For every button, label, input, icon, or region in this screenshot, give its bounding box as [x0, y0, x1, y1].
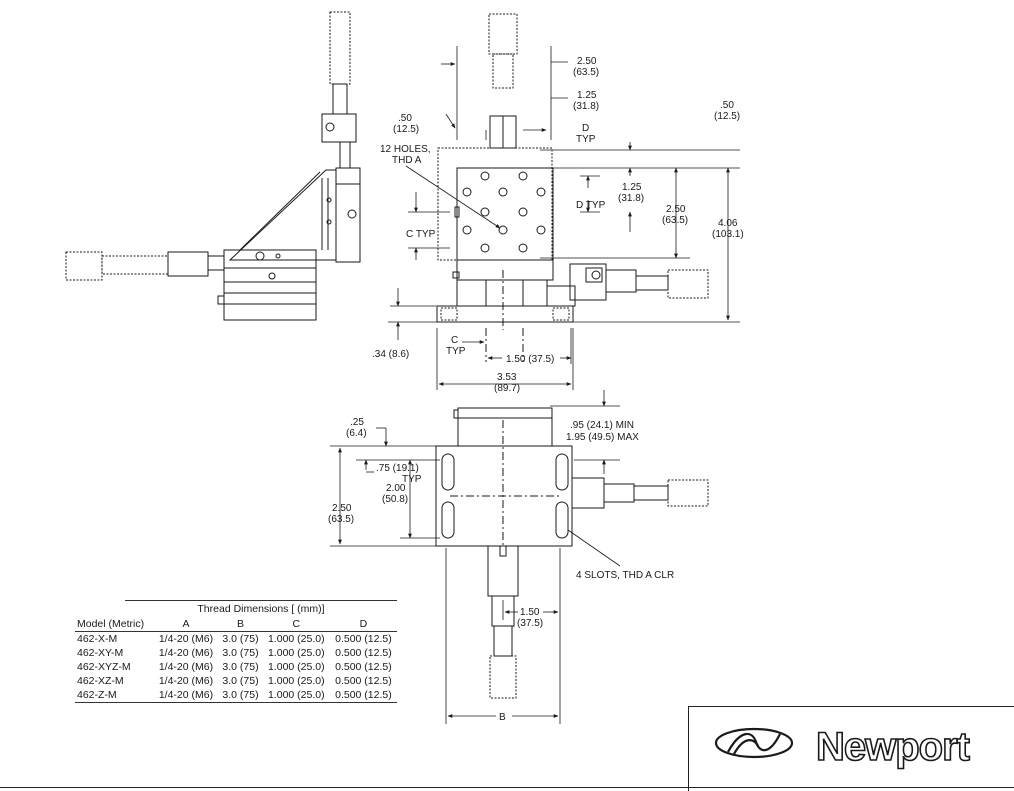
- side-view: [65, 11, 361, 321]
- table-row: 462-X-M 1/4-20 (M6) 3.0 (75) 1.000 (25.0…: [75, 632, 397, 647]
- table-cell: 1.000 (25.0): [267, 647, 325, 659]
- dim-mid-125: 1.25: [622, 182, 642, 193]
- table-cell: 0.500 (12.5): [335, 661, 392, 673]
- table-cell: 1/4-20 (M6): [158, 675, 214, 687]
- dim-b-025: .25: [350, 417, 364, 428]
- newport-logo: Newport: [714, 724, 971, 770]
- table-header: D: [329, 617, 397, 632]
- table-cell: 462-Z-M: [75, 688, 154, 703]
- table-cell: 462-XYZ-M: [77, 661, 131, 673]
- table-cell: 0.500 (12.5): [335, 633, 392, 645]
- dim-b-075-typ: TYP: [402, 474, 422, 485]
- dim-w-353: 3.53: [497, 372, 517, 383]
- table-cell: 3.0 (75): [222, 675, 259, 687]
- dim-b-635: (63.5): [328, 514, 354, 525]
- table-cell: 1/4-20 (M6): [158, 633, 214, 645]
- dim-right-125: (12.5): [714, 111, 740, 122]
- d-typ-label-1: D: [582, 123, 589, 134]
- c-lower-label-2: TYP: [446, 346, 466, 357]
- dimension-labels: 2.50 (63.5) 1.25 (31.8) .50 (12.5) .50 (…: [328, 56, 744, 723]
- dim-b-250: 2.50: [332, 503, 352, 514]
- table-row: 462-XY-M 1/4-20 (M6) 3.0 (75) 1.000 (25.…: [75, 646, 397, 660]
- dim-b-200: 2.00: [386, 483, 406, 494]
- table-header: Model (Metric): [75, 617, 154, 632]
- dim-b-508: (50.8): [382, 494, 408, 505]
- top-view: [436, 13, 709, 362]
- dim-top-250: 2.50: [577, 56, 597, 67]
- top-view-dimension-lines: [388, 46, 740, 390]
- dim-b-375: (37.5): [517, 618, 543, 629]
- dim-w-150: 1.50 (37.5): [506, 354, 554, 365]
- table-row: 462-XZ-M 1/4-20 (M6) 3.0 (75) 1.000 (25.…: [75, 674, 397, 688]
- thread-dimensions-table: Thread Dimensions [ (mm)] Model (Metric)…: [75, 600, 397, 703]
- table-cell: 1/4-20 (M6): [158, 647, 214, 659]
- dim-h-406: 4.06: [718, 218, 738, 229]
- table-cell: 3.0 (75): [222, 647, 259, 659]
- table-cell: 0.500 (12.5): [335, 647, 392, 659]
- dim-b-064: (6.4): [346, 428, 367, 439]
- table-cell: 0.500 (12.5): [335, 675, 392, 687]
- dim-left-050: .50: [398, 113, 412, 124]
- table-cell: 1/4-20 (M6): [158, 661, 214, 673]
- dim-top-635: (63.5): [573, 67, 599, 78]
- d-typ-label-2: TYP: [576, 134, 596, 145]
- hole-pattern: [462, 171, 546, 253]
- dim-b-150: 1.50: [520, 607, 540, 618]
- holes-label-1: 12 HOLES,: [380, 144, 431, 155]
- dim-base-034: .34 (8.6): [372, 349, 409, 360]
- mid-d-typ-label: D TYP: [576, 200, 606, 211]
- bottom-view: [435, 407, 709, 699]
- table-cell: 3.0 (75): [218, 688, 263, 703]
- c-lower-label-1: C: [451, 335, 458, 346]
- newport-swirl-icon: [714, 727, 794, 759]
- c-typ-left-label: C TYP: [406, 229, 436, 240]
- table-cell: 1.000 (25.0): [267, 661, 325, 673]
- dim-right-050: .50: [720, 100, 734, 111]
- table-row: 462-Z-M 1/4-20 (M6) 3.0 (75) 1.000 (25.0…: [75, 688, 397, 703]
- dim-b-label: B: [499, 712, 506, 723]
- bottom-border: [0, 787, 1014, 788]
- table-cell: 462-XZ-M: [77, 675, 124, 687]
- dim-b-075: .75 (19.1): [376, 463, 419, 474]
- table-cell: 462-X-M: [77, 633, 118, 645]
- table-cell: 1.000 (25.0): [267, 633, 325, 645]
- newport-wordmark: Newport: [816, 725, 970, 769]
- table-cell: 0.500 (12.5): [329, 688, 397, 703]
- dim-mid-250: 2.50: [666, 204, 686, 215]
- dim-mid-318: (31.8): [618, 193, 644, 204]
- mounting-slots: [441, 453, 569, 539]
- slots-label: 4 SLOTS, THD A CLR: [576, 570, 674, 581]
- table-header: A: [153, 617, 219, 632]
- dim-left-125: (12.5): [393, 124, 419, 135]
- table-cell: 3.0 (75): [222, 661, 259, 673]
- table-cell: 1.000 (25.0): [262, 688, 330, 703]
- dim-h-1031: (103.1): [712, 229, 744, 240]
- table-cell: 1.000 (25.0): [267, 675, 325, 687]
- table-caption: Thread Dimensions [ (mm)]: [125, 600, 397, 617]
- holes-label-2: THD A: [392, 155, 422, 166]
- dim-b-095: .95 (24.1) MIN: [570, 420, 634, 431]
- dim-mid-635: (63.5): [662, 215, 688, 226]
- table-cell: 462-XY-M: [77, 647, 124, 659]
- table-header: C: [262, 617, 330, 632]
- table-header: B: [218, 617, 263, 632]
- title-block-frame: [688, 706, 1014, 791]
- dim-top-318: (31.8): [573, 101, 599, 112]
- bottom-view-dimension-lines: [330, 390, 621, 724]
- dim-b-195: 1.95 (49.5) MAX: [566, 432, 639, 443]
- dim-top-125: 1.25: [577, 90, 597, 101]
- table-cell: 1/4-20 (M6): [153, 688, 219, 703]
- dim-w-897: (89.7): [494, 383, 520, 394]
- table-row: 462-XYZ-M 1/4-20 (M6) 3.0 (75) 1.000 (25…: [75, 660, 397, 674]
- table-cell: 3.0 (75): [222, 633, 259, 645]
- thread-table-grid: Model (Metric) A B C D 462-X-M 1/4-20 (M…: [75, 617, 397, 703]
